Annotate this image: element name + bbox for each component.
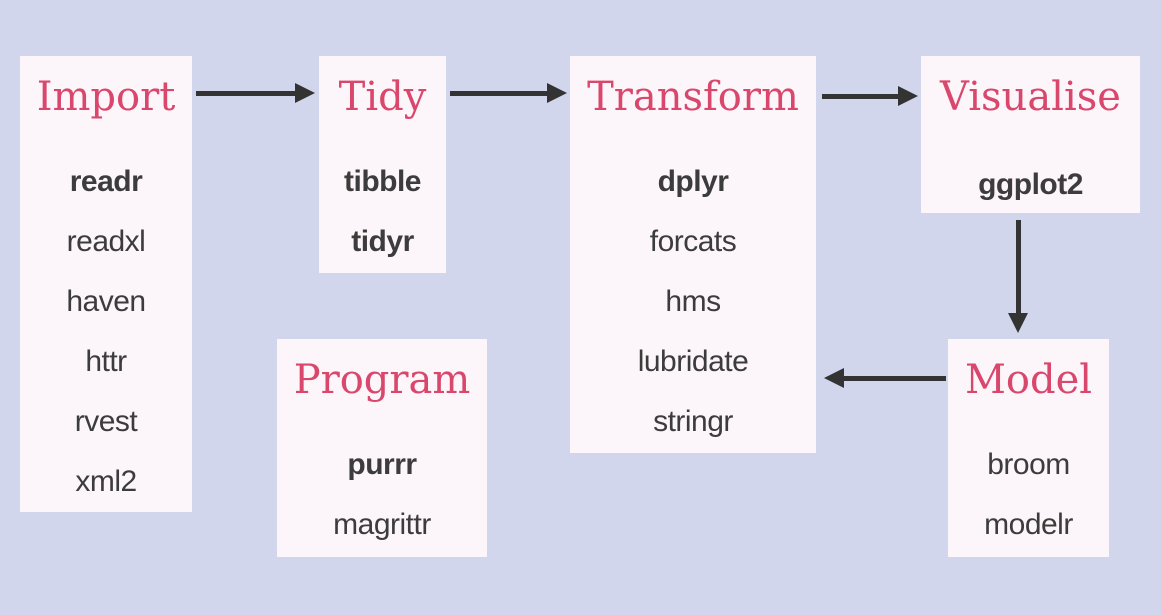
- arrow-shaft: [822, 94, 900, 99]
- package-item: httr: [85, 345, 127, 378]
- box-tidy-title: Tidy: [338, 74, 427, 120]
- box-import-title: Import: [36, 74, 176, 120]
- package-item: tibble: [344, 165, 422, 198]
- package-item: lubridate: [637, 345, 749, 378]
- package-item: haven: [66, 285, 146, 318]
- box-import-package-list: readr readxl haven httr rvest xml2: [20, 152, 192, 512]
- arrowhead-left-icon: [824, 368, 844, 388]
- package-item: hms: [665, 285, 721, 318]
- box-import: Import readr readxl haven httr rvest xml…: [20, 56, 192, 512]
- box-transform-package-list: dplyr forcats hms lubridate stringr: [570, 152, 816, 452]
- arrow-shaft: [450, 91, 549, 96]
- arrow-shaft: [842, 376, 946, 381]
- package-item: forcats: [649, 225, 737, 258]
- package-item: ggplot2: [978, 168, 1083, 201]
- package-item: xml2: [75, 465, 137, 498]
- arrow-model-to-transform: [824, 368, 946, 389]
- box-transform-title: Transform: [587, 74, 799, 120]
- arrow-import-to-tidy: [196, 83, 315, 104]
- box-tidy: Tidy tibble tidyr: [319, 56, 446, 273]
- arrow-tidy-to-transform: [450, 83, 567, 104]
- arrowhead-right-icon: [547, 83, 567, 103]
- package-item: dplyr: [657, 165, 729, 198]
- arrowhead-right-icon: [898, 86, 918, 106]
- box-model: Model broom modelr: [948, 339, 1109, 557]
- box-program: Program purrr magrittr: [277, 339, 487, 557]
- package-item: modelr: [984, 508, 1073, 541]
- box-visualise-package-list: ggplot2: [921, 155, 1140, 215]
- box-program-package-list: purrr magrittr: [277, 435, 487, 555]
- package-item: magrittr: [333, 508, 431, 541]
- package-item: rvest: [74, 405, 138, 438]
- package-item: readxl: [66, 225, 146, 258]
- arrowhead-right-icon: [295, 83, 315, 103]
- box-tidy-package-list: tibble tidyr: [319, 152, 446, 272]
- box-visualise-title: Visualise: [940, 74, 1121, 120]
- arrow-visualise-to-model: [1008, 220, 1029, 333]
- box-model-title: Model: [964, 357, 1093, 403]
- package-item: purrr: [347, 448, 417, 481]
- arrow-shaft: [1016, 220, 1021, 315]
- package-item: broom: [987, 448, 1070, 481]
- arrow-transform-to-visualise: [822, 86, 918, 107]
- box-visualise: Visualise ggplot2: [921, 56, 1140, 213]
- package-item: tidyr: [351, 225, 414, 258]
- package-item: stringr: [653, 405, 733, 438]
- package-item: readr: [69, 165, 143, 198]
- box-transform: Transform dplyr forcats hms lubridate st…: [570, 56, 816, 453]
- box-program-title: Program: [293, 357, 471, 403]
- box-model-package-list: broom modelr: [948, 435, 1109, 555]
- arrow-shaft: [196, 91, 297, 96]
- arrowhead-down-icon: [1008, 313, 1028, 333]
